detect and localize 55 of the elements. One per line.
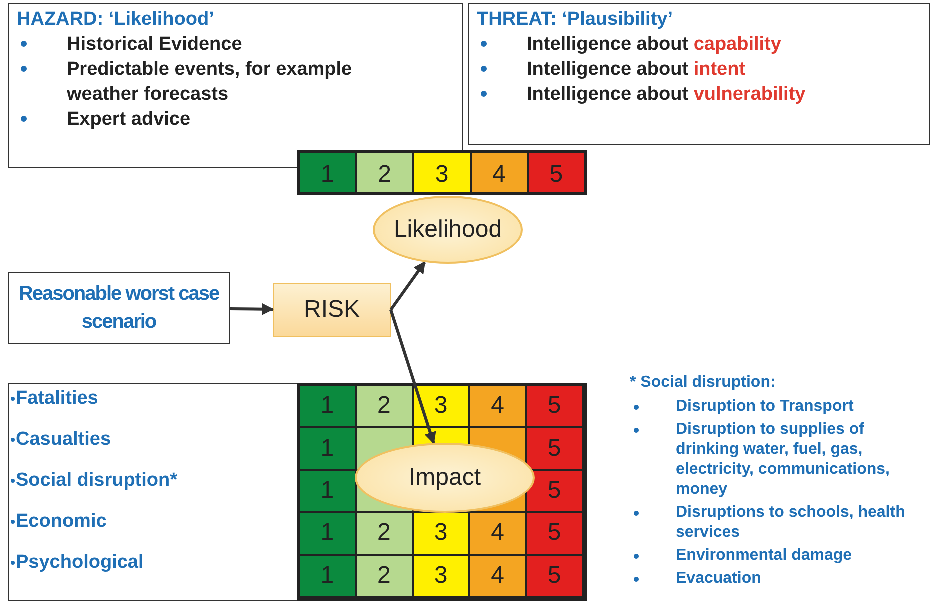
note-item: Disruption to Transport (676, 397, 854, 417)
rating-cell: 3 (414, 513, 468, 554)
rating-cell: 5 (527, 556, 582, 596)
list-item: Intelligence about vulnerability (527, 83, 806, 107)
list-item: Social disruption* (16, 469, 178, 493)
node-label: RISK (304, 295, 360, 325)
rating-cell: 2 (356, 513, 412, 554)
rating-cell: 1 (300, 428, 355, 469)
rating-cell: 3 (414, 153, 470, 192)
rating-cell: 1 (300, 470, 355, 512)
text-box (8, 272, 230, 344)
node-label: Reasonable worst case scenario (18, 282, 220, 335)
rating-cell: 1 (300, 556, 355, 596)
box-heading: THREAT: ‘Plausibility’ (477, 8, 674, 32)
list-item: Intelligence about intent (527, 58, 746, 82)
arrow (230, 303, 274, 316)
note-item: Disruptions to schools, health services (676, 503, 906, 543)
text-box (468, 3, 930, 145)
list-item: Psychological (16, 551, 144, 575)
rating-cell: 4 (472, 153, 527, 192)
box-heading: HAZARD: ‘Likelihood’ (17, 8, 216, 32)
process-box (273, 283, 391, 337)
note-item: Disruption to supplies of drinking water, fuel, gas, electricity, communications, money (676, 420, 891, 500)
note-item: Environmental damage (676, 546, 852, 566)
list-item: Historical Evidence (67, 33, 244, 57)
rating-cell: 4 (470, 386, 526, 426)
rating-cell: 5 (527, 386, 582, 426)
rating-cell: 5 (528, 153, 584, 192)
list-item: Intelligence about capability (527, 33, 782, 57)
rating-cell: 2 (356, 556, 412, 596)
list-item: Fatalities (16, 387, 98, 411)
rating-cell: 4 (470, 556, 526, 596)
rating-cell: 2 (356, 386, 412, 426)
impact-grid (297, 383, 587, 601)
list-item: Expert advice (67, 108, 192, 132)
node-label: Likelihood (394, 215, 502, 245)
rating-cell: 1 (300, 513, 355, 554)
rating-cell: 1 (300, 386, 355, 426)
rating-cell: 2 (357, 153, 412, 192)
node-label: Impact (408, 463, 482, 493)
list-item: Casualties (16, 428, 112, 452)
text-box (8, 383, 300, 601)
rating-cell: 3 (414, 556, 468, 596)
list-item: Predictable events, for example weather forecasts (67, 58, 354, 107)
arrow (390, 310, 436, 444)
likelihood-scale (297, 150, 587, 195)
rating-cell: 3 (414, 386, 468, 426)
rating-cell: 5 (527, 428, 582, 469)
arrow (390, 261, 426, 311)
rating-cell: 1 (300, 153, 356, 192)
rating-cell: 5 (527, 513, 582, 554)
note-item: Evacuation (676, 569, 762, 589)
note-heading: * Social disruption: (630, 373, 777, 393)
rating-cell: 4 (470, 513, 526, 554)
list-item: Economic (16, 510, 107, 534)
